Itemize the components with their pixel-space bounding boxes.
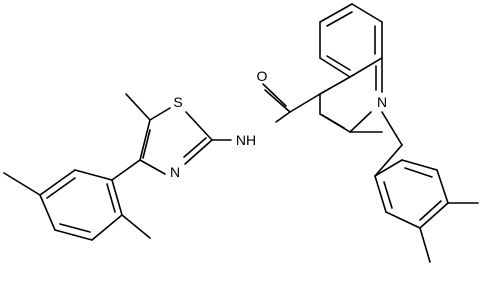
methyl-bond [125, 93, 151, 121]
thiazole-nitrogen-label: N [170, 164, 180, 180]
double-bond-inner [46, 177, 76, 199]
bond [374, 159, 403, 177]
bond [349, 57, 383, 78]
double-bond-inner [404, 167, 433, 178]
double-bond-inner [183, 137, 207, 158]
bond [385, 211, 421, 229]
thiazole-ring [125, 93, 213, 175]
bond [111, 159, 141, 181]
double-bond-inner [321, 114, 345, 129]
double-bond-inner [106, 183, 116, 213]
bond [39, 169, 76, 196]
bond [262, 83, 287, 107]
bond [184, 139, 213, 165]
bond [419, 202, 449, 229]
thiazole-sulfur-label: S [173, 94, 182, 110]
double-bond-inner [142, 129, 151, 159]
bond [111, 179, 123, 216]
bond [275, 111, 291, 123]
double-bond-inner [326, 55, 351, 71]
double-bond-inner [419, 200, 442, 221]
bond [139, 159, 166, 175]
bond [349, 111, 372, 133]
double-bond-inner [59, 223, 91, 233]
quinoline-benzo-ring [319, 3, 383, 78]
bond [185, 111, 213, 141]
bond [319, 3, 353, 23]
quinoline-nitrogen-label: N [377, 94, 387, 110]
dimethylphenyl-ring-2 [349, 111, 479, 263]
carboxamide-group [211, 83, 321, 141]
bond [381, 111, 403, 146]
quinoline-pyridine-ring [319, 57, 383, 133]
bond [319, 57, 351, 78]
bond [319, 76, 351, 95]
bond [91, 214, 123, 241]
bond [401, 159, 438, 171]
amide-nitrogen-label: NH [236, 132, 256, 148]
dimethylphenyl-ring [3, 159, 151, 241]
bond [374, 175, 387, 213]
bond [74, 169, 113, 181]
carbonyl-oxygen-label: O [257, 68, 268, 84]
bond [436, 169, 449, 204]
double-bond-inner [326, 11, 353, 27]
methyl-bond [419, 227, 431, 263]
bond [39, 194, 56, 231]
bond [139, 119, 151, 161]
methyl-bond [121, 214, 151, 239]
bond [351, 3, 383, 23]
double-bond-inner [383, 181, 393, 209]
bond [289, 93, 321, 113]
bond [149, 107, 171, 121]
bond [264, 89, 291, 113]
bond [54, 229, 93, 241]
methyl-bond [3, 172, 41, 196]
bond [374, 144, 403, 177]
